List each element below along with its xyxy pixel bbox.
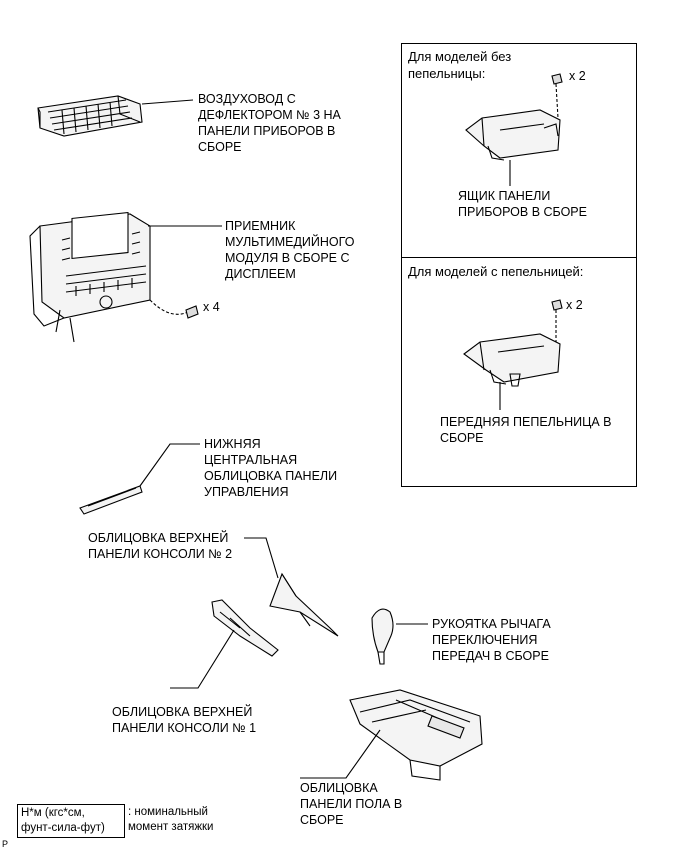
label-front-ashtray: ПЕРЕДНЯЯ ПЕПЕЛЬНИЦА В СБОРЕ [440,415,612,445]
label-glove-box: ЯЩИК ПАНЕЛИ ПРИБОРОВ В СБОРЕ [458,189,587,219]
torque-unit-legend: Н*м (кгс*см, фунт-сила-фут) [17,804,125,838]
multimedia-receiver-drawing [29,211,151,343]
label-console-trim-2: ОБЛИЦОВКА ВЕРХНЕЙ ПАНЕЛИ КОНСОЛИ № 2 [88,531,233,561]
screw-drawing-radio [185,305,199,319]
glove-box-drawing [465,109,561,161]
torque-legend-meaning: : номинальный момент затяжки [128,806,214,833]
label-console-trim-1: ОБЛИЦОВКА ВЕРХНЕЙ ПАНЕЛИ КОНСОЛИ № 1 [112,705,257,735]
label-multimedia-receiver: ПРИЕМНИК МУЛЬТИМЕДИЙНОГО МОДУЛЯ В СБОРЕ … [225,219,355,281]
lower-center-trim-drawing [79,485,143,515]
screw-drawing-bottom [551,299,563,311]
header-with-ashtray: Для моделей с пепельницей: [408,264,584,279]
qty-glove-box-screws: x 2 [569,69,586,83]
screw-drawing-top [551,73,563,85]
label-floor-panel: ОБЛИЦОВКА ПАНЕЛИ ПОЛА В СБОРЕ [300,781,403,827]
qty-ashtray-screws: x 2 [566,298,583,312]
label-shift-knob: РУКОЯТКА РЫЧАГА ПЕРЕКЛЮЧЕНИЯ ПЕРЕДАЧ В С… [432,617,551,663]
corner-mark: P [2,839,9,849]
label-air-vent: ВОЗДУХОВОД С ДЕФЛЕКТОРОМ № 3 НА ПАНЕЛИ П… [198,92,341,154]
air-vent-drawing [37,95,143,137]
console-trim-1-drawing [211,599,279,657]
header-without-ashtray: Для моделей без пепельницы: [408,49,512,81]
label-lower-center-trim: НИЖНЯЯ ЦЕНТРАЛЬНАЯ ОБЛИЦОВКА ПАНЕЛИ УПРА… [204,437,338,499]
shift-knob-drawing [371,608,394,665]
front-ashtray-drawing [463,333,561,387]
console-trim-2-drawing [269,572,339,637]
floor-panel-drawing [349,689,483,781]
qty-receiver-screws: x 4 [203,300,220,314]
option-box-with-ashtray [401,257,637,487]
